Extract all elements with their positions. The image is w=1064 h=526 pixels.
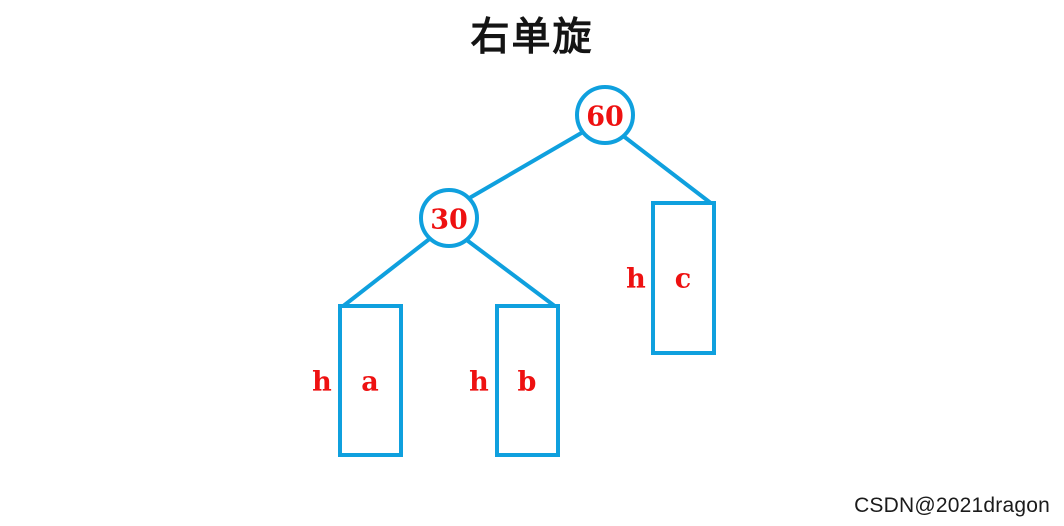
node-60-label: 60 [586,102,624,133]
node-30[interactable]: 30 [419,188,479,248]
subtree-c-rect [651,201,716,355]
subtree-a[interactable]: a h [312,304,403,457]
subtree-b-rect [495,304,560,457]
node-60-circle [575,85,635,145]
subtree-c[interactable]: c h [626,201,716,355]
subtree-b-height-label: h [469,367,489,398]
watermark: CSDN@2021dragon [854,494,1050,517]
node-30-label: 30 [430,205,468,236]
edge-30-to-subtree-a [340,235,434,309]
edge-60-to-subtree-c [620,133,714,206]
subtree-a-rect [338,304,403,457]
subtree-a-height-label: h [312,367,332,398]
edges-group [340,130,714,309]
edge-30-to-subtree-b [462,236,558,309]
diagram-title: 右单旋 [470,14,594,60]
subtree-c-label: c [675,264,691,295]
node-30-circle [419,188,479,248]
node-60[interactable]: 60 [575,85,635,145]
subtree-a-label: a [361,367,379,398]
subtree-b[interactable]: b h [469,304,560,457]
edge-60-to-30 [464,130,585,202]
subtree-c-height-label: h [626,264,646,295]
subtree-b-label: b [518,367,537,398]
